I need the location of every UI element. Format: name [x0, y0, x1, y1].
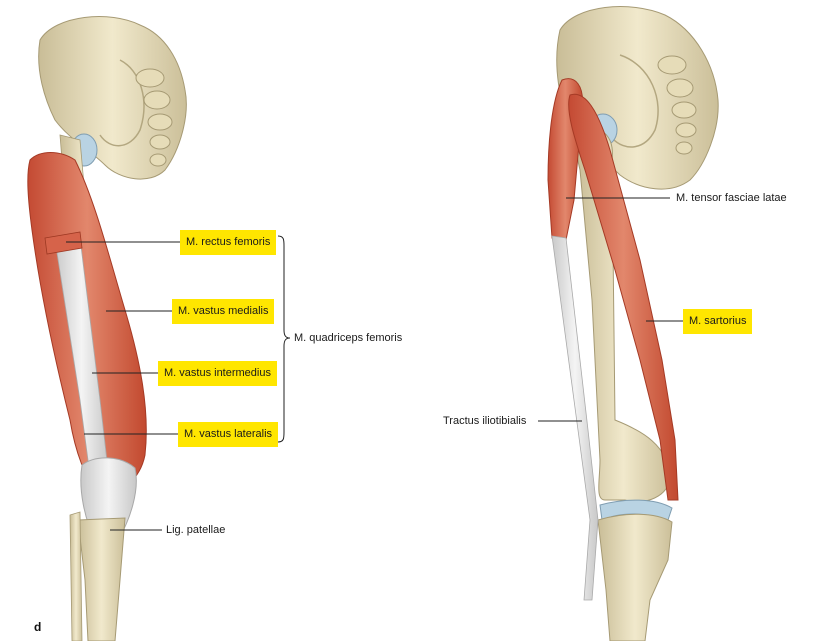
quadriceps-brace [277, 235, 291, 443]
panel-letter: d [34, 620, 42, 634]
label-vastus-intermedius: M. vastus intermedius [158, 361, 277, 386]
right-tibia [597, 513, 673, 641]
left-tibia [77, 517, 126, 641]
left-sacrum [135, 68, 173, 167]
label-quadriceps-femoris: M. quadriceps femoris [294, 332, 403, 344]
label-tractus-iliotibialis: Tractus iliotibialis [443, 415, 527, 427]
right-iliotibial-tract [551, 235, 599, 601]
label-lig-patellae: Lig. patellae [166, 524, 226, 536]
right-sacrum [657, 55, 697, 155]
right-sartorius [568, 93, 679, 501]
right-leader-lines [538, 197, 683, 422]
right-figure [547, 6, 719, 641]
label-vastus-lateralis: M. vastus lateralis [178, 422, 279, 447]
left-figure [27, 16, 187, 641]
label-rectus-femoris: M. rectus femoris [180, 230, 277, 255]
label-sartorius: M. sartorius [683, 309, 753, 334]
label-tensor-fasciae-latae: M. tensor fasciae latae [676, 192, 787, 204]
left-leader-lines [66, 235, 291, 531]
label-vastus-medialis: M. vastus medialis [172, 299, 275, 324]
